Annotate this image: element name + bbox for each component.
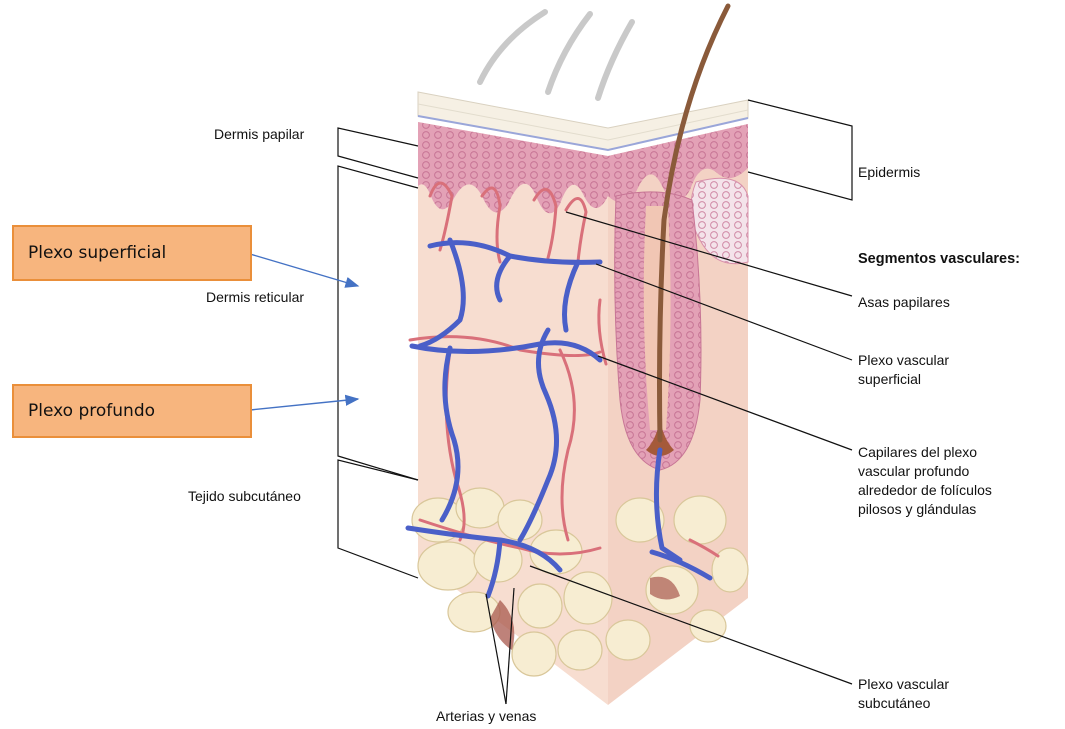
- arrow-plexo-profundo: [250, 399, 358, 410]
- left-brackets: [338, 128, 418, 578]
- bracket-tejido-subcutaneo: [338, 460, 418, 578]
- label-dermis-reticular: Dermis reticular: [206, 288, 304, 307]
- label-asas-papilares: Asas papilares: [858, 293, 950, 312]
- label-plexo-vascular-superficial: Plexo vascular superficial: [858, 351, 949, 389]
- arrow-plexo-superficial: [250, 254, 358, 286]
- callout-plexo-profundo-text: Plexo profundo: [28, 401, 155, 421]
- label-capilares-plexo-profundo: Capilares del plexo vascular profundo al…: [858, 443, 992, 519]
- label-dermis-papilar: Dermis papilar: [214, 125, 304, 144]
- label-epidermis: Epidermis: [858, 163, 920, 182]
- callout-plexo-superficial-text: Plexo superficial: [28, 243, 166, 263]
- bracket-dermis-papilar: [338, 128, 418, 178]
- label-segmentos-vasculares: Segmentos vasculares:: [858, 250, 1020, 269]
- callout-plexo-superficial: Plexo superficial: [12, 225, 252, 281]
- label-tejido-subcutaneo: Tejido subcutáneo: [188, 487, 301, 506]
- bracket-epidermis: [748, 100, 852, 200]
- bracket-dermis-reticular: [338, 166, 418, 480]
- label-arterias-venas: Arterias y venas: [436, 707, 536, 726]
- callout-plexo-profundo: Plexo profundo: [12, 384, 252, 438]
- label-plexo-vascular-subcutaneo: Plexo vascular subcutáneo: [858, 675, 949, 713]
- hair-strands: [480, 12, 632, 98]
